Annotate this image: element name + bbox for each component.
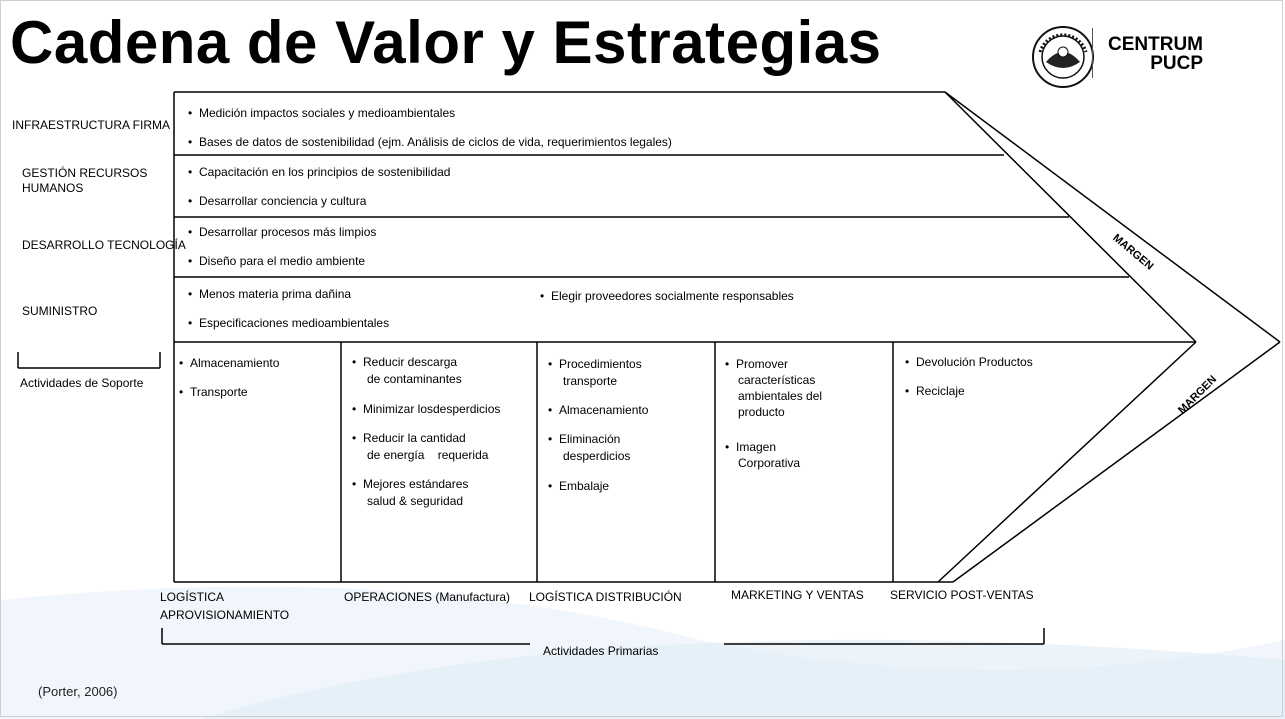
support-item: Menos materia prima dañina bbox=[188, 287, 351, 302]
logo-line-1: CENTRUM bbox=[1108, 34, 1203, 55]
primary-item: Promover bbox=[725, 357, 788, 372]
centrum-logo-text: CENTRUM PUCP bbox=[1100, 35, 1203, 73]
slide-title: Cadena de Valor y Estrategias bbox=[10, 9, 882, 76]
primary-item-cont: desperdicios bbox=[563, 449, 631, 463]
support-item: Diseño para el medio ambiente bbox=[188, 254, 365, 269]
support-label-infraestructura: INFRAESTRUCTURA FIRMA bbox=[12, 118, 171, 132]
support-label-suministro: SUMINISTRO bbox=[22, 304, 98, 318]
support-item: Bases de datos de sostenibilidad (ejm. A… bbox=[188, 135, 672, 150]
primary-label-servicio: SERVICIO POST-VENTAS bbox=[890, 588, 1034, 602]
primary-item: Reciclaje bbox=[905, 384, 965, 399]
primary-item: Procedimientos bbox=[548, 357, 642, 372]
support-activities-label: Actividades de Soporte bbox=[20, 376, 144, 390]
support-item: Capacitación en los principios de sosten… bbox=[188, 165, 451, 180]
primary-item: Mejores estándares bbox=[352, 477, 468, 492]
support-item: Medición impactos sociales y medioambien… bbox=[188, 106, 455, 121]
support-item: Desarrollar procesos más limpios bbox=[188, 225, 376, 240]
primary-item-cont: de contaminantes bbox=[367, 372, 462, 386]
primary-item-cont: transporte bbox=[563, 374, 618, 388]
primary-activities-label: Actividades Primarias bbox=[543, 644, 659, 658]
primary-label-logistica-dist: LOGÍSTICA DISTRIBUCIÓN bbox=[529, 590, 682, 604]
logo-separator bbox=[1092, 28, 1093, 78]
citation: (Porter, 2006) bbox=[38, 684, 118, 699]
primary-item: Devolución Productos bbox=[905, 355, 1033, 370]
primary-label-line: APROVISIONAMIENTO bbox=[160, 608, 290, 622]
primary-item: Imagen bbox=[725, 440, 776, 455]
primary-item-cont: salud & seguridad bbox=[367, 494, 464, 508]
primary-item-cont: características bbox=[738, 373, 816, 387]
primary-item: Almacenamiento bbox=[179, 356, 279, 371]
primary-item-cont: ambientales del bbox=[738, 389, 823, 403]
support-label-tecnologia: DESARROLLO TECNOLOGÍA bbox=[22, 238, 186, 252]
support-label-rrhh-line1: GESTIÓN RECURSOS bbox=[22, 166, 148, 180]
primary-item: Transporte bbox=[179, 385, 248, 400]
primary-item: Eliminación bbox=[548, 432, 620, 447]
primary-item: Reducir la cantidad bbox=[352, 431, 466, 446]
support-label-rrhh-line2: HUMANOS bbox=[22, 181, 84, 195]
primary-label-marketing: MARKETING Y VENTAS bbox=[731, 588, 864, 602]
logo-line-2: PUCP bbox=[1150, 53, 1203, 74]
support-item: Especificaciones medioambientales bbox=[188, 316, 389, 331]
support-label-rrhh: GESTIÓN RECURSOS HUMANOS bbox=[22, 166, 147, 196]
primary-item-cont: de energía requerida bbox=[367, 448, 489, 462]
primary-item-cont: Corporativa bbox=[738, 456, 801, 470]
support-item: Desarrollar conciencia y cultura bbox=[188, 194, 366, 209]
university-seal-icon bbox=[1032, 26, 1094, 88]
primary-item: Almacenamiento bbox=[548, 403, 648, 418]
primary-item: Minimizar losdesperdicios bbox=[352, 402, 500, 417]
primary-item: Embalaje bbox=[548, 479, 609, 494]
primary-label-logistica-aprov: LOGÍSTICA APROVISIONAMIENTO bbox=[160, 590, 289, 623]
support-item: Elegir proveedores socialmente responsab… bbox=[540, 289, 794, 304]
primary-label-operaciones: OPERACIONES (Manufactura) bbox=[344, 590, 511, 604]
primary-item-cont: producto bbox=[738, 405, 785, 419]
primary-label-line: LOGÍSTICA bbox=[160, 590, 225, 604]
primary-item: Reducir descarga bbox=[352, 355, 457, 370]
